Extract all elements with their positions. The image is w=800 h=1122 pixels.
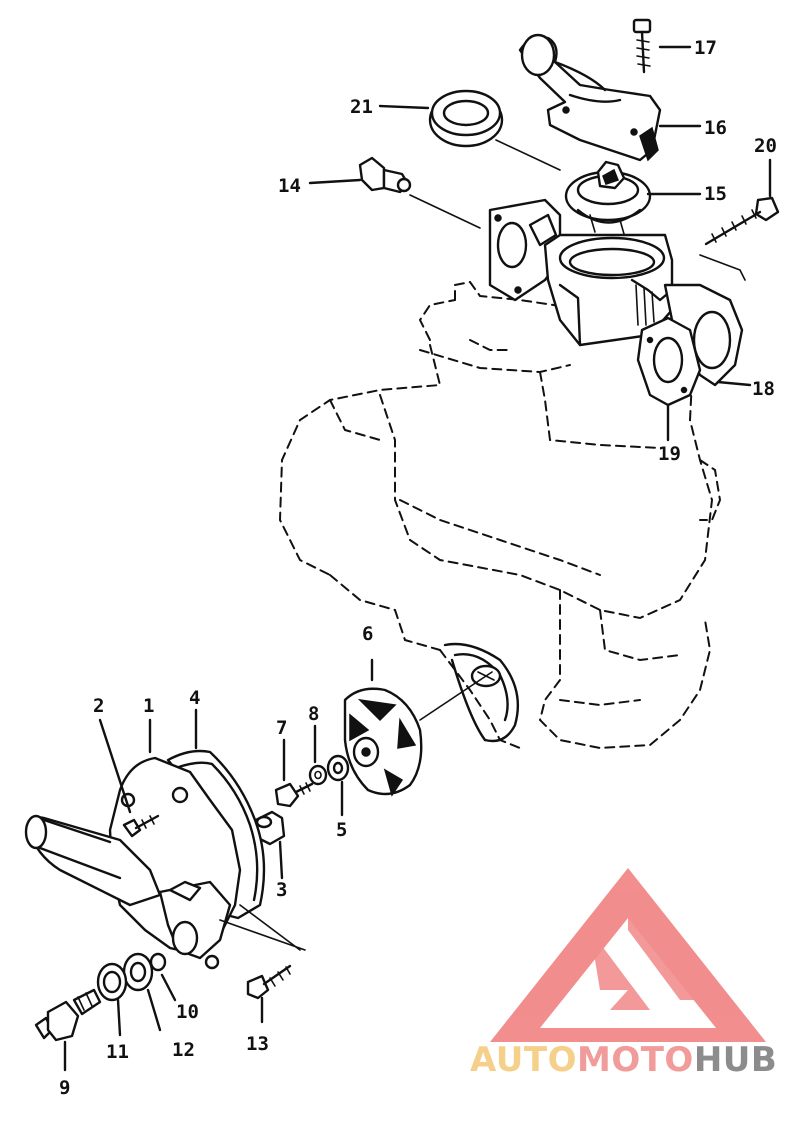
gasket-ring-21 [378, 89, 504, 148]
callout-10: 10 [176, 1001, 199, 1023]
callout-15: 15 [704, 183, 727, 205]
bolt-7 [274, 738, 314, 808]
callout-1: 1 [143, 695, 154, 717]
temperature-sensor-14 [308, 156, 412, 194]
washer-12 [122, 952, 162, 1032]
drain-plug-9 [34, 988, 102, 1072]
callout-19: 19 [658, 443, 681, 465]
drive-pulley [443, 642, 519, 743]
callout-21: 21 [350, 96, 373, 118]
callout-18: 18 [752, 378, 775, 400]
bolt-17 [632, 18, 692, 74]
bolt-13 [246, 964, 292, 1024]
bolt-20 [704, 158, 780, 246]
callout-16: 16 [704, 117, 727, 139]
thermostat-housing [488, 198, 744, 387]
callout-20: 20 [754, 135, 777, 157]
watermark-wordmark: AUTOMOTOHUB [470, 1040, 800, 1080]
callout-3: 3 [276, 879, 287, 901]
callout-2: 2 [93, 695, 104, 717]
watermark-auto: AUTO [470, 1040, 577, 1080]
callout-7: 7 [276, 717, 287, 739]
callout-12: 12 [172, 1039, 195, 1061]
callout-13: 13 [246, 1033, 269, 1055]
water-pump-body-1 [24, 718, 306, 970]
callout-11: 11 [106, 1041, 129, 1063]
bolt-2 [98, 718, 160, 838]
engine-block-outline [278, 280, 722, 750]
gasket-11 [96, 962, 128, 1037]
callout-9: 9 [59, 1077, 70, 1099]
washer-5 [326, 754, 350, 817]
callout-4: 4 [189, 687, 200, 709]
callout-8: 8 [308, 703, 319, 725]
callout-5: 5 [336, 819, 347, 841]
o-ring-10 [149, 952, 177, 1002]
gasket-19 [636, 316, 702, 407]
callout-6: 6 [362, 623, 373, 645]
water-outlet-16 [518, 33, 662, 162]
watermark-logo-mark [490, 868, 766, 1042]
watermark-hub: HUB [693, 1040, 778, 1080]
impeller-6 [343, 658, 481, 797]
thermostat-15 [564, 160, 652, 235]
callout-labels: 1 2 3 4 5 6 7 8 9 10 11 12 13 14 15 16 1… [59, 37, 777, 1099]
callout-14: 14 [278, 175, 301, 197]
washer-8 [308, 724, 328, 786]
callout-17: 17 [694, 37, 717, 59]
watermark-moto: MOTO [576, 1040, 694, 1080]
